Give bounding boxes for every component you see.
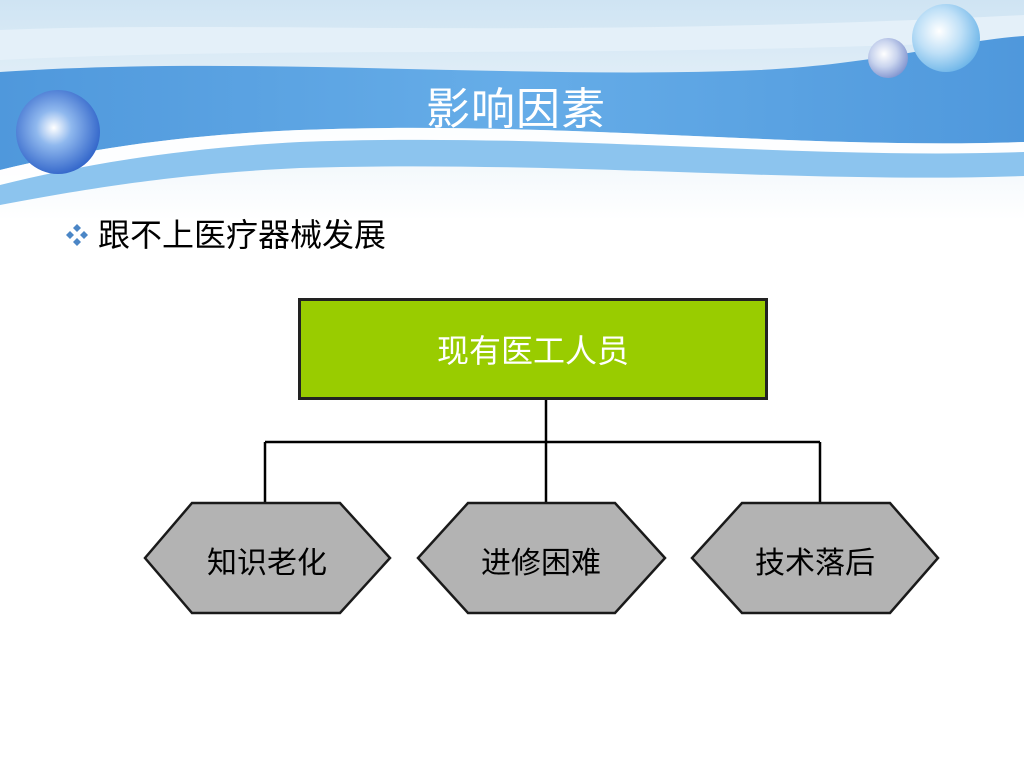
- child-node-label-2: 进修困难: [481, 546, 601, 581]
- child-node-label-3: 技术落后: [755, 546, 875, 581]
- root-node: 现有医工人员: [298, 298, 768, 400]
- child-node-label-1: 知识老化: [207, 546, 327, 581]
- bullet-text: 跟不上医疗器械发展: [98, 216, 387, 254]
- diamond-cluster-icon: [66, 224, 88, 246]
- header-banner: [0, 0, 1024, 220]
- child-node-2: [416, 501, 667, 615]
- child-node-1: [143, 501, 392, 615]
- root-node-label: 现有医工人员: [436, 332, 629, 370]
- bullet-item: 跟不上医疗器械发展: [62, 210, 386, 260]
- slide-title: 影响因素: [426, 84, 606, 135]
- child-node-3: [690, 501, 940, 615]
